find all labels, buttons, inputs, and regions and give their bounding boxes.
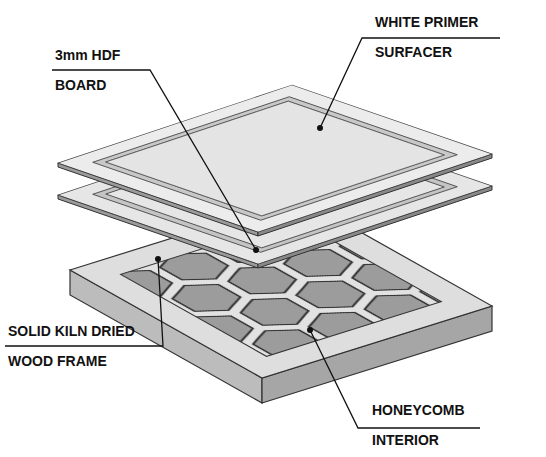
leader-line [52,70,256,250]
leader-dot [253,247,259,253]
part-label: HONEYCOMB INTERIOR [372,395,497,455]
part-label: 3mm HDF BOARD [55,40,147,100]
part-label: WHITE PRIMER SURFACER [375,7,515,67]
part-label: SOLID KILN DRIED WOOD FRAME [8,316,173,376]
primer-sheet [58,85,492,232]
